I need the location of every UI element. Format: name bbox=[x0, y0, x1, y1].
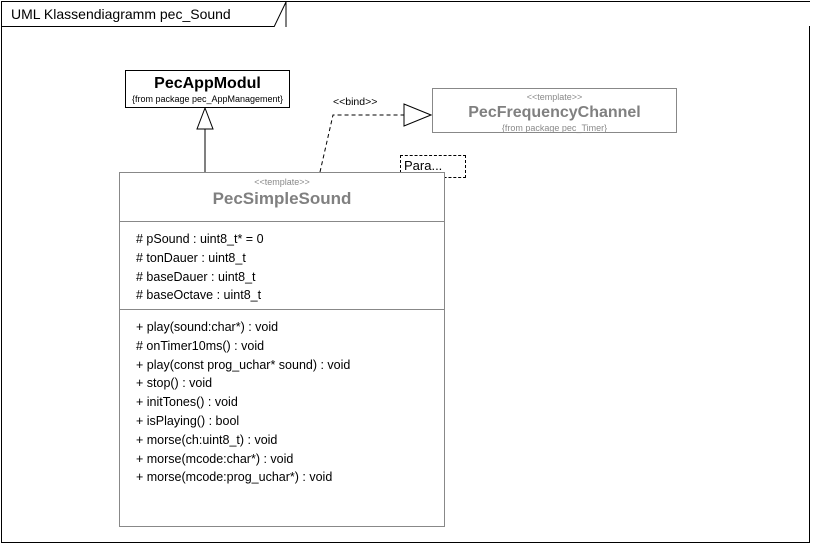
class-attribute-row: # pSound : uint8_t* = 0 bbox=[136, 232, 264, 246]
template-parameter-label: Para... bbox=[404, 158, 443, 173]
class-attribute-row: # baseDauer : uint8_t bbox=[136, 269, 256, 284]
bind-relation-label: <<bind>> bbox=[333, 96, 378, 108]
class-package-pec-app-modul: {from package pec_AppManagement} bbox=[131, 94, 284, 104]
class-header-pec-simple-sound: <<template>> PecSimpleSound bbox=[120, 173, 444, 221]
diagram-tab[interactable]: UML Klassendiagramm pec_Sound bbox=[1, 1, 287, 27]
class-operation-row: + play(const prog_uchar* sound) : void bbox=[136, 357, 351, 372]
class-attributes-pec-simple-sound: # pSound : uint8_t* = 0 # tonDauer : uint… bbox=[120, 221, 444, 309]
class-operation-row: + morse(mcode:prog_uchar*) : void bbox=[136, 470, 333, 485]
class-attribute-row: # baseOctave : uint8_t bbox=[136, 288, 262, 303]
diagram-tab-underline bbox=[1, 26, 274, 27]
class-stereotype-pec-simple-sound: <<template>> bbox=[254, 177, 310, 187]
class-operations-pec-simple-sound: + play(sound:char*) : void # onTimer10ms(… bbox=[120, 309, 444, 526]
class-header-pec-frequency-channel: <<template>> PecFrequencyChannel {from p… bbox=[433, 89, 676, 134]
class-name-pec-app-modul: PecAppModul bbox=[154, 75, 261, 92]
class-header-pec-app-modul: PecAppModul {from package pec_AppManagem… bbox=[126, 71, 289, 105]
class-box-pec-frequency-channel[interactable]: <<template>> PecFrequencyChannel {from p… bbox=[432, 88, 677, 133]
frame-top-border bbox=[286, 1, 810, 2]
class-operation-row: + isPlaying() : bool bbox=[136, 413, 240, 428]
class-operation-row: + initTones() : void bbox=[136, 395, 238, 410]
diagram-tab-fold-icon bbox=[273, 1, 287, 27]
class-operation-row: # onTimer10ms() : void bbox=[136, 338, 265, 353]
class-operation-row: + morse(mcode:char*) : void bbox=[136, 451, 294, 466]
class-operation-row: + stop() : void bbox=[136, 376, 213, 391]
class-name-pec-simple-sound: PecSimpleSound bbox=[212, 189, 352, 208]
class-operation-row: + play(sound:char*) : void bbox=[136, 320, 279, 334]
class-stereotype-pec-frequency-channel: <<template>> bbox=[526, 92, 583, 102]
diagram-tab-label: UML Klassendiagramm pec_Sound bbox=[11, 6, 231, 22]
class-name-pec-frequency-channel: PecFrequencyChannel bbox=[468, 104, 641, 121]
class-box-pec-app-modul[interactable]: PecAppModul {from package pec_AppManagem… bbox=[125, 70, 290, 108]
class-attribute-row: # tonDauer : uint8_t bbox=[136, 250, 246, 265]
class-package-pec-frequency-channel: {from package pec_Timer} bbox=[501, 123, 608, 133]
class-operation-row: + morse(ch:uint8_t) : void bbox=[136, 432, 278, 447]
class-box-pec-simple-sound[interactable]: <<template>> PecSimpleSound # pSound : u… bbox=[119, 172, 445, 527]
